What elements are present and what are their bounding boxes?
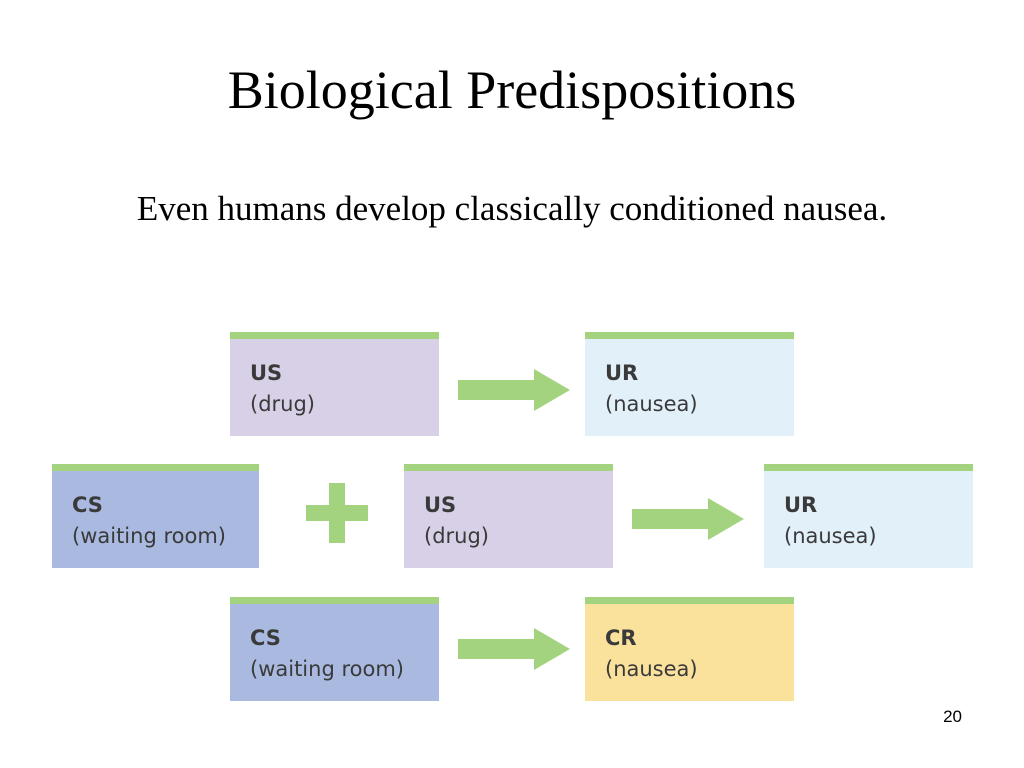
cs-waiting-room-box-row3: CS (waiting room): [230, 597, 439, 701]
us-description: (drug): [424, 524, 489, 548]
ur-description: (nausea): [605, 392, 698, 416]
cr-label: CR: [605, 626, 637, 650]
arrow-right-icon-row1: [458, 369, 570, 411]
slide-subtitle: Even humans develop classically conditio…: [136, 189, 888, 228]
ur-nausea-box-row1: UR (nausea): [585, 332, 794, 436]
cs-description: (waiting room): [250, 657, 404, 681]
cs-label: CS: [72, 493, 103, 517]
cs-description: (waiting room): [72, 524, 226, 548]
slide-number: 20: [943, 707, 962, 726]
ur-description: (nausea): [784, 524, 877, 548]
plus-icon: [306, 483, 368, 543]
ur-label: UR: [784, 493, 818, 517]
us-description: (drug): [250, 392, 315, 416]
us-label: US: [424, 493, 457, 517]
us-drug-box-row2: US (drug): [404, 464, 613, 568]
cr-nausea-box-row3: CR (nausea): [585, 597, 794, 701]
ur-nausea-box-row2: UR (nausea): [764, 464, 973, 568]
us-label: US: [250, 361, 283, 385]
arrow-right-icon-row2: [632, 498, 744, 540]
slide-title: Biological Predispositions: [227, 60, 797, 120]
cs-label: CS: [250, 626, 281, 650]
ur-label: UR: [605, 361, 639, 385]
us-drug-box-row1: US (drug): [230, 332, 439, 436]
arrow-right-icon-row3: [458, 628, 570, 670]
cs-waiting-room-box-row2: CS (waiting room): [52, 464, 259, 568]
cr-description: (nausea): [605, 657, 698, 681]
